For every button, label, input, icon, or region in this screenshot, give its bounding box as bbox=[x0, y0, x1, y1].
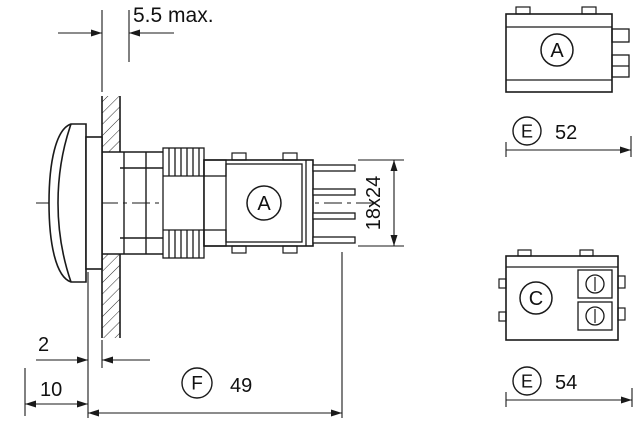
dim-depth-52-value: 52 bbox=[555, 122, 577, 144]
main-view: A 5.5 max. 18x2 bbox=[24, 4, 404, 418]
pushbutton-assembly: A bbox=[48, 123, 356, 283]
module-a-marker-label: A bbox=[550, 40, 564, 62]
mounting-panel bbox=[101, 96, 121, 338]
module-a-marker-circle bbox=[246, 185, 282, 221]
terminal-pin bbox=[312, 212, 356, 220]
detail-view-bottom: C E 54 bbox=[498, 249, 633, 407]
arrowhead-up bbox=[390, 160, 398, 171]
switch-module-body: A bbox=[203, 152, 314, 254]
arrowhead-left bbox=[129, 29, 140, 37]
arrowhead-right bbox=[331, 409, 342, 417]
arrowhead-left bbox=[102, 356, 113, 364]
dimension-panel-thickness: 5.5 max. bbox=[58, 4, 214, 92]
neck-and-nut bbox=[102, 151, 163, 255]
left-nub-lower bbox=[498, 311, 507, 322]
arrowhead-down bbox=[390, 235, 398, 246]
terminal-pin bbox=[312, 188, 356, 196]
arrowhead-right bbox=[77, 356, 88, 364]
panel-hatch-upper bbox=[102, 96, 120, 152]
module-a-marker-label: A bbox=[257, 193, 271, 215]
module-c-marker-label: C bbox=[529, 288, 543, 310]
left-nub-upper bbox=[498, 278, 507, 289]
button-cap bbox=[48, 123, 87, 283]
module-insert bbox=[225, 163, 303, 243]
arrowhead-right bbox=[621, 396, 632, 404]
module-a-marker-circle bbox=[540, 33, 574, 67]
panel-hatch-lower bbox=[102, 254, 120, 338]
button-cap-inner-arc bbox=[57, 123, 72, 283]
terminal-tab-right-upper bbox=[617, 275, 626, 289]
dim-e-marker-circle bbox=[512, 366, 542, 396]
toothed-ring bbox=[162, 147, 205, 259]
screw-head-lower bbox=[585, 306, 605, 326]
dimension-cross-section: 18x24 bbox=[358, 159, 404, 247]
latch-tab bbox=[517, 249, 532, 257]
dimensions-bottom: 2 10 F 49 bbox=[24, 252, 343, 418]
tab-bottom-left bbox=[231, 245, 247, 254]
dimension-depth-54: E 54 bbox=[505, 366, 633, 407]
screw-terminal-block-lower bbox=[577, 301, 613, 331]
bezel-ring bbox=[85, 136, 103, 270]
dim-length-value: 49 bbox=[230, 375, 252, 397]
detail-view-top: A E 52 bbox=[505, 6, 632, 157]
latch-tab bbox=[579, 249, 594, 257]
tab-top-right bbox=[282, 152, 298, 161]
dim-front-ring-label: 2 bbox=[38, 334, 49, 356]
tab-bottom-right bbox=[282, 245, 298, 254]
terminal-pin bbox=[312, 236, 356, 244]
dim-e-marker-label: E bbox=[521, 371, 533, 391]
tab-top-left bbox=[231, 152, 247, 161]
dim-front-depth-label: 10 bbox=[40, 379, 62, 401]
dim-depth-54-value: 54 bbox=[555, 372, 577, 394]
terminal-pin bbox=[312, 164, 356, 172]
dim-panel-thickness-label: 5.5 max. bbox=[133, 4, 214, 27]
dim-e-marker-label: E bbox=[521, 121, 533, 141]
dim-e-marker-circle bbox=[512, 116, 542, 146]
dim-cross-section-label: 18x24 bbox=[363, 176, 385, 231]
latch-tab bbox=[581, 6, 597, 15]
latch-tab bbox=[515, 6, 531, 15]
arrowhead-left bbox=[88, 409, 99, 417]
solder-terminals bbox=[312, 164, 356, 244]
dim-length-marker-label: F bbox=[191, 374, 203, 395]
arrowhead-right bbox=[91, 29, 102, 37]
screw-head-upper bbox=[585, 274, 605, 294]
arrowhead-left bbox=[25, 400, 36, 408]
module-c-marker-circle bbox=[519, 281, 553, 315]
terminal-tab-right-lower bbox=[617, 307, 626, 321]
dimension-depth-52: E 52 bbox=[505, 116, 632, 157]
arrowhead-right bbox=[620, 146, 631, 154]
arrowhead-right bbox=[77, 400, 88, 408]
screw-terminal-block-upper bbox=[577, 269, 613, 299]
plug-terminal-upper bbox=[611, 28, 630, 43]
dim-length-marker-circle bbox=[181, 367, 213, 399]
